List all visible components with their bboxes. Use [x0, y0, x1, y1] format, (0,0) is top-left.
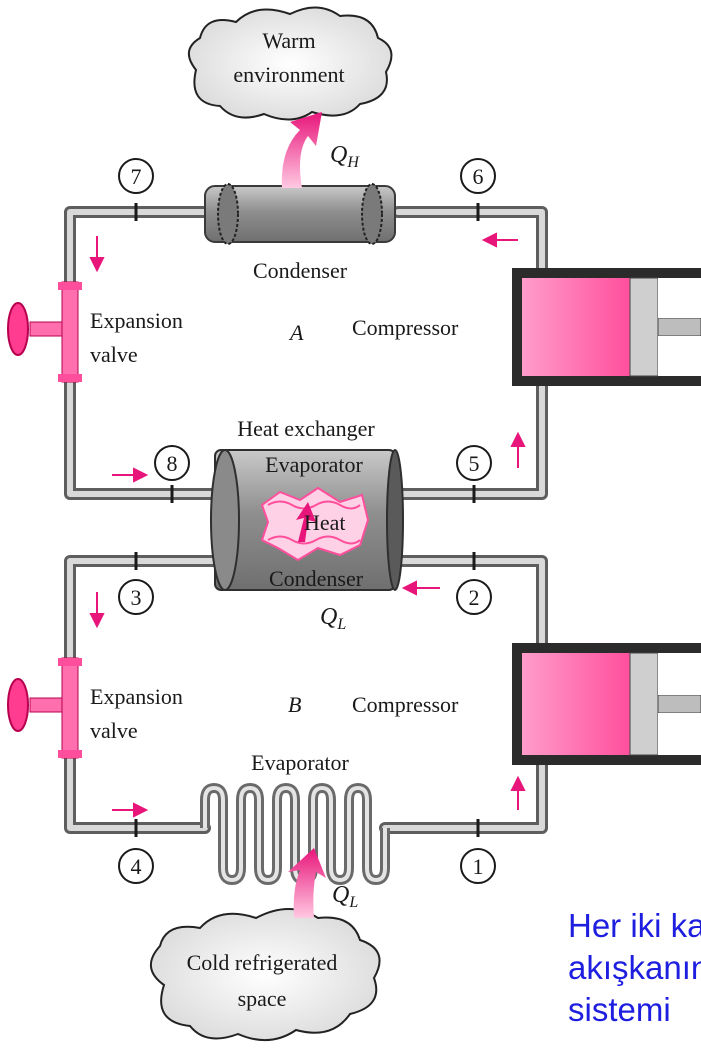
state-point-6: 6 [460, 158, 496, 194]
cold-space-cloud [150, 908, 381, 1041]
state-point-8: 8 [154, 445, 190, 481]
svg-text:3: 3 [131, 585, 142, 610]
state-point-ticks [134, 203, 480, 837]
q-l-bottom-arrow [288, 848, 326, 918]
compressor-b-label: Compressor [352, 692, 459, 717]
heat-exchanger [210, 449, 404, 591]
state-point-3: 3 [118, 579, 154, 615]
state-point-5: 5 [456, 445, 492, 481]
cold-space-label-line1: Cold refrigerated [187, 950, 338, 975]
condenser-label: Condenser [253, 258, 348, 283]
cycle-a-label: A [288, 320, 304, 345]
flow-arrow-left-2 [401, 580, 440, 596]
warm-environment-label-line2: environment [233, 62, 344, 87]
warm-environment-label-line1: Warm [262, 28, 315, 53]
condenser-a [204, 183, 396, 245]
state-point-1: 1 [460, 848, 496, 884]
flow-arrow-right-4 [112, 802, 149, 818]
compressor-a [512, 268, 701, 386]
hx-condenser-label: Condenser [269, 566, 364, 591]
svg-text:1: 1 [473, 854, 484, 879]
flow-arrow-down-a [89, 236, 105, 273]
flow-arrow-right-8 [112, 467, 149, 483]
expansion-valve-a [7, 281, 82, 383]
flow-arrow-left-6 [481, 232, 518, 248]
hx-heat-label: Heat [304, 510, 346, 535]
flow-arrow-down-b [89, 592, 105, 629]
cycle-b-label: B [288, 692, 301, 717]
expansion-valve-b [7, 657, 82, 759]
expansion-valve-b-label-line2: valve [90, 718, 138, 743]
cold-space-label-line2: space [238, 986, 287, 1011]
svg-text:8: 8 [167, 451, 178, 476]
compressor-b [512, 643, 701, 765]
q-h-arrow [281, 112, 322, 188]
state-point-7: 7 [118, 158, 154, 194]
evaporator-coil [200, 783, 390, 885]
flow-arrows [89, 232, 526, 818]
svg-text:4: 4 [131, 854, 142, 879]
svg-text:5: 5 [469, 451, 480, 476]
state-point-4: 4 [118, 848, 154, 884]
warm-environment-cloud [188, 6, 393, 121]
svg-text:6: 6 [473, 164, 484, 189]
state-point-2: 2 [456, 579, 492, 615]
q-l-mid-label: QL [320, 604, 346, 633]
flow-arrow-up-a [510, 431, 526, 468]
expansion-valve-a-label-line1: Expansion [90, 308, 183, 333]
flow-arrow-up-b [510, 775, 526, 810]
heat-exchanger-label: Heat exchanger [237, 416, 375, 441]
caption-text: Her iki kad akışkanın sistemi [568, 905, 701, 1031]
svg-text:2: 2 [469, 585, 480, 610]
expansion-valve-a-label-line2: valve [90, 342, 138, 367]
caption-line-2: akışkanın [568, 949, 701, 986]
q-h-label: QH [330, 142, 360, 171]
q-l-bottom-label: QL [332, 882, 358, 911]
svg-text:7: 7 [131, 164, 142, 189]
hx-evaporator-label: Evaporator [265, 452, 363, 477]
compressor-a-label: Compressor [352, 315, 459, 340]
evaporator-label: Evaporator [251, 750, 349, 775]
expansion-valve-b-label-line1: Expansion [90, 684, 183, 709]
caption-line-1: Her iki kad [568, 907, 701, 944]
caption-line-3: sistemi [568, 991, 671, 1028]
